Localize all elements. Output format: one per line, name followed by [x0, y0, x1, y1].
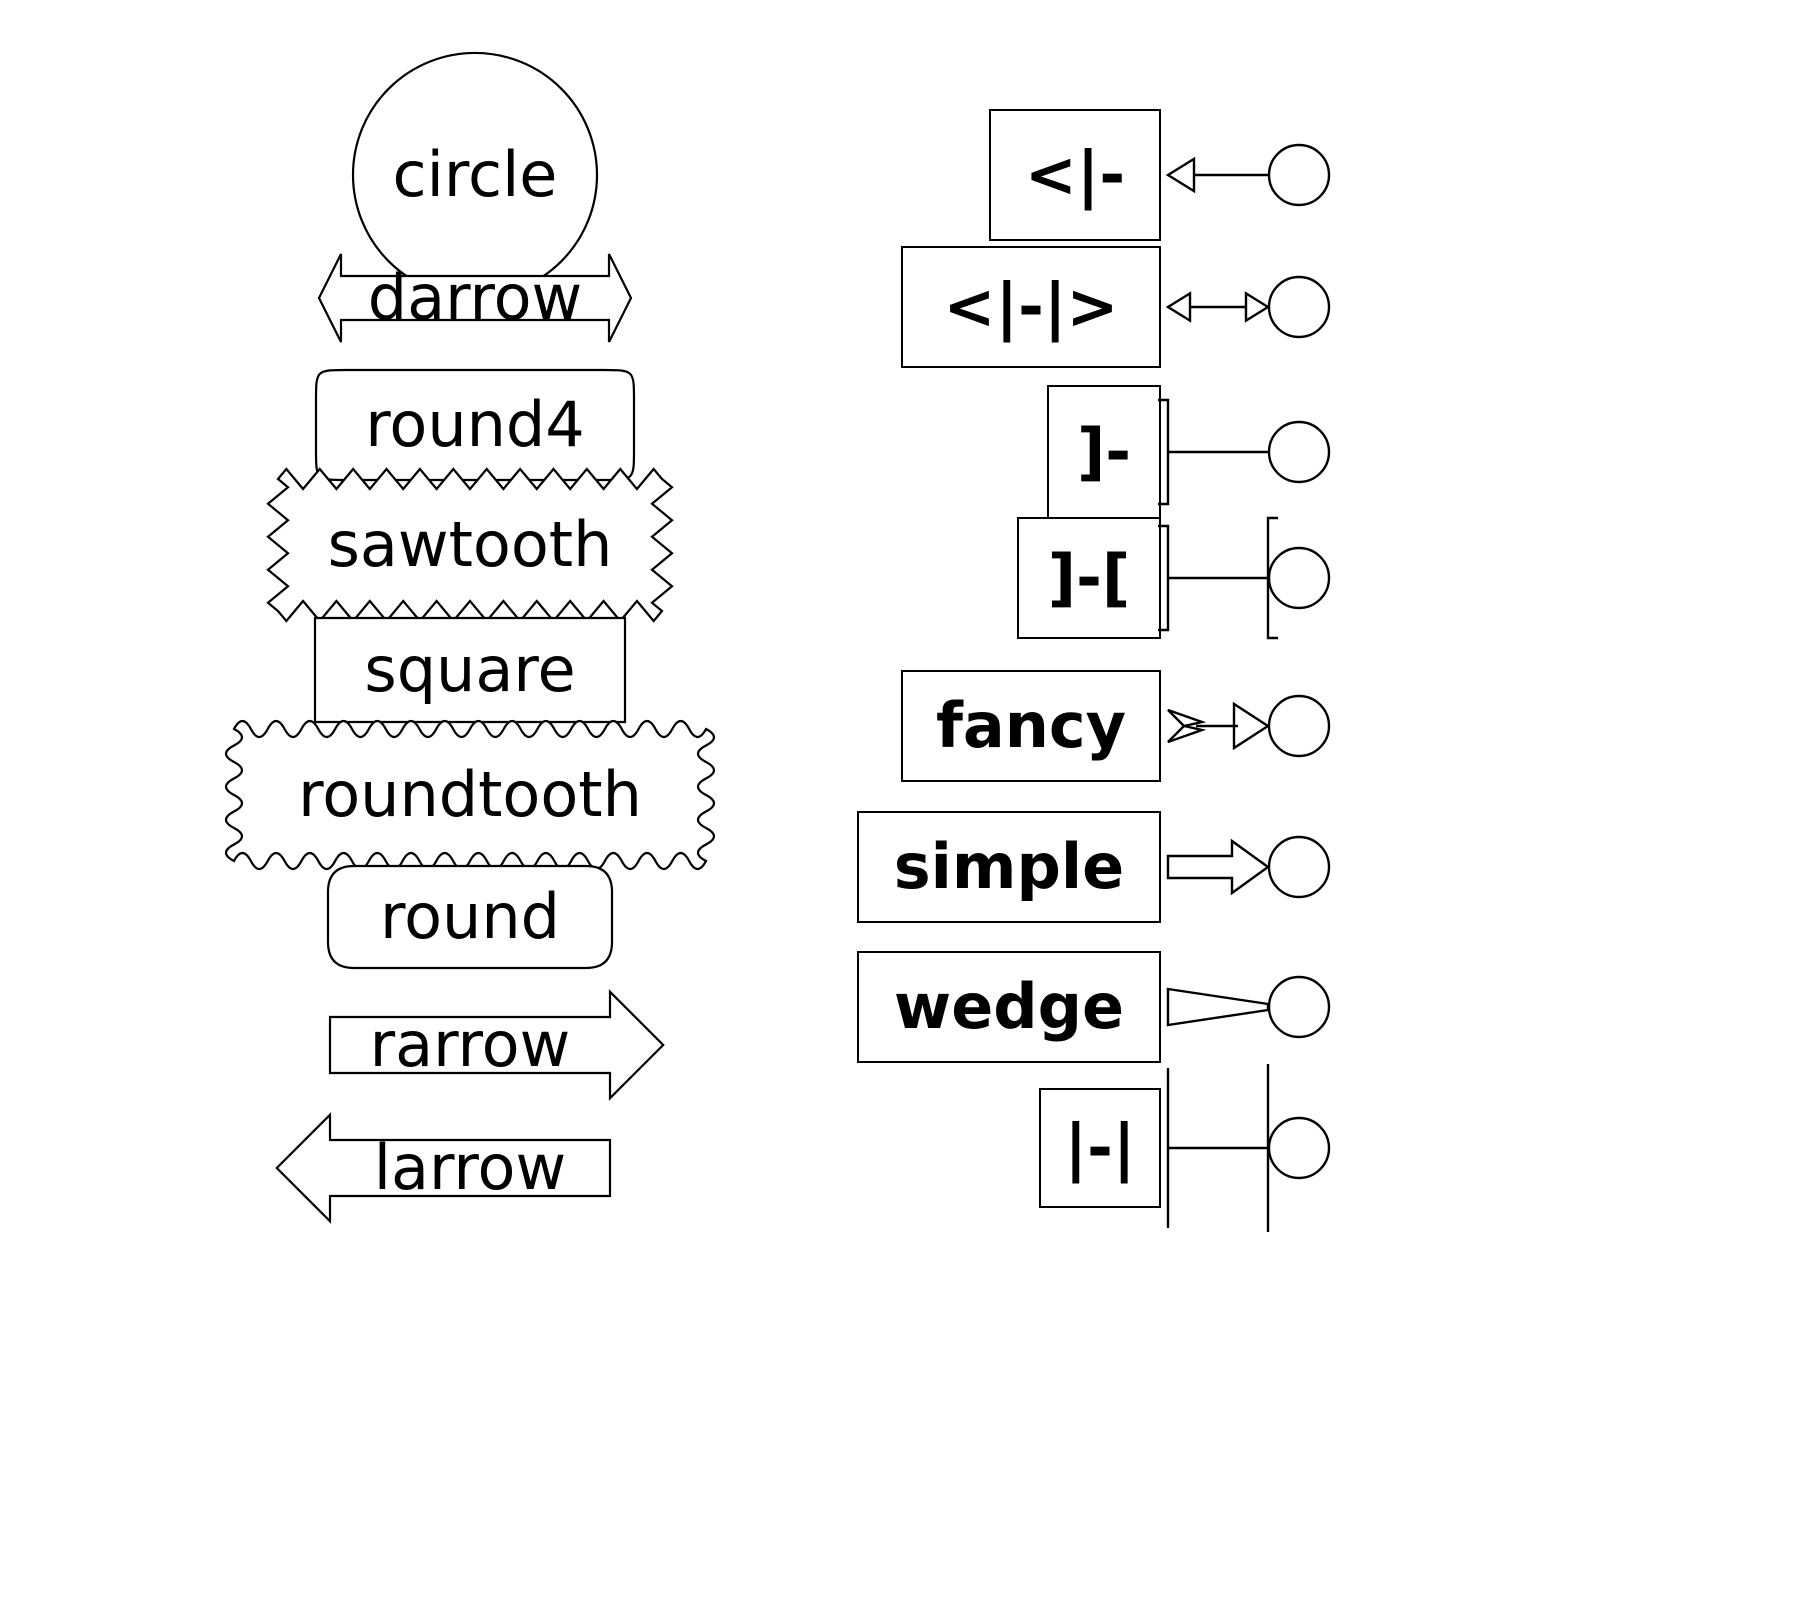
boxstyle-item-round4[interactable]: round4	[314, 368, 636, 482]
arrow-connector-bracket-left	[1158, 398, 1268, 506]
arrowstyle-label-box-wedge	[857, 951, 1161, 1063]
arrowstyle-label-box-bracket-a	[1047, 385, 1161, 519]
arrow-connector-curve-filled-left	[1165, 156, 1268, 194]
boxstyle-shape-darrow	[317, 253, 633, 343]
shape-label: rarrow	[370, 1008, 571, 1081]
arrowstyle-label-box-fancy	[901, 670, 1161, 782]
shape-label: round	[380, 880, 560, 953]
fancy-tail	[1167, 708, 1207, 744]
fancy-head	[1232, 701, 1271, 751]
shape-label: sawtooth	[328, 508, 613, 581]
arrow-head-left-open	[1165, 291, 1192, 323]
arrowstyle-label: ]-[	[1048, 541, 1130, 614]
arrowstyle-item-fancy[interactable]: fancy	[901, 670, 1331, 782]
arrow-target-circle	[1267, 1116, 1331, 1180]
boxstyle-item-circle[interactable]: circle	[351, 51, 599, 299]
arrowstyle-item-bracket-ab[interactable]: ]-[	[1017, 516, 1331, 640]
arrowstyle-label: fancy	[936, 689, 1126, 762]
arrow-head-left-open	[1165, 156, 1196, 194]
boxstyle-item-square[interactable]: square	[313, 616, 627, 724]
arrow-target-circle	[1267, 694, 1331, 758]
arrowstyle-item-curve-filled-ab[interactable]: <|-|>	[901, 246, 1331, 368]
shape-label: larrow	[374, 1131, 566, 1204]
boxstyle-item-roundtooth[interactable]: roundtooth	[224, 719, 716, 871]
arrowstyle-label-box-simple	[857, 811, 1161, 923]
arrowstyle-label: simple	[894, 830, 1124, 903]
shape-label: circle	[393, 138, 558, 211]
arrowstyle-label-box-curve-filled-a	[989, 109, 1161, 241]
shape-label: darrow	[368, 261, 583, 334]
arrow-target-circle	[1267, 420, 1331, 484]
boxstyle-item-rarrow[interactable]: rarrow	[328, 989, 665, 1101]
boxstyle-shape-square	[313, 616, 627, 724]
arrowstyle-item-wedge[interactable]: wedge	[857, 951, 1331, 1063]
arrow-connector-bracket-both	[1158, 516, 1278, 640]
boxstyle-shape-larrow	[275, 1112, 612, 1224]
arrow-target-circle	[1267, 835, 1331, 899]
arrow-head-right-open	[1244, 291, 1271, 323]
shape-label: roundtooth	[298, 758, 642, 831]
arrowstyle-label: ]-	[1077, 415, 1131, 488]
boxstyle-item-sawtooth[interactable]: sawtooth	[266, 467, 674, 623]
arrowstyle-item-bracket-a[interactable]: ]-	[1047, 385, 1331, 519]
arrowstyle-column: <|- <|-|> ]- ]-[ fancy simple wedge |-|	[857, 109, 1331, 1232]
arrowstyle-item-simple[interactable]: simple	[857, 811, 1331, 923]
arrowstyle-label-box-curve-filled-ab	[901, 246, 1161, 368]
arrow-target-circle	[1267, 975, 1331, 1039]
arrowstyle-item-barbar[interactable]: |-|	[1039, 1064, 1331, 1232]
boxstyle-column: circle darrow round4 sawtooth square roundtoo…	[224, 51, 716, 1224]
boxstyle-shape-rarrow	[328, 989, 665, 1101]
arrow-connector-wedge	[1166, 987, 1270, 1027]
arrowstyle-label: wedge	[894, 970, 1124, 1043]
bracket-left	[1158, 398, 1170, 506]
bracket-left	[1158, 524, 1170, 632]
arrowstyle-label: <|-|>	[944, 270, 1119, 344]
shape-label: square	[364, 633, 575, 706]
arrowstyle-label: <|-	[1025, 138, 1125, 212]
boxstyle-shape-round	[326, 864, 614, 970]
arrowstyle-label-box-barbar	[1039, 1088, 1161, 1208]
arrow-connector-fancy	[1167, 701, 1271, 751]
arrow-connector-simple	[1166, 838, 1271, 896]
boxstyle-shape-round4	[314, 368, 636, 482]
arrowstyle-label-box-bracket-ab	[1017, 517, 1161, 639]
shape-label: round4	[365, 388, 584, 461]
boxstyle-item-larrow[interactable]: larrow	[275, 1112, 612, 1224]
arrow-target-circle	[1267, 546, 1331, 610]
boxstyle-shape-roundtooth	[224, 719, 716, 871]
boxstyle-item-round[interactable]: round	[326, 864, 614, 970]
simple-arrow	[1166, 838, 1271, 896]
arrow-target-circle	[1267, 143, 1331, 207]
arrow-target-circle	[1267, 275, 1331, 339]
arrow-connector-bar-bar	[1166, 1064, 1270, 1232]
arrowstyle-item-curve-filled-a[interactable]: <|-	[989, 109, 1331, 241]
wedge-arrow	[1166, 987, 1270, 1027]
boxstyle-item-darrow[interactable]: darrow	[317, 253, 633, 343]
arrowstyle-label: |-|	[1064, 1111, 1135, 1185]
arrow-connector-curve-filled-both	[1165, 291, 1271, 323]
